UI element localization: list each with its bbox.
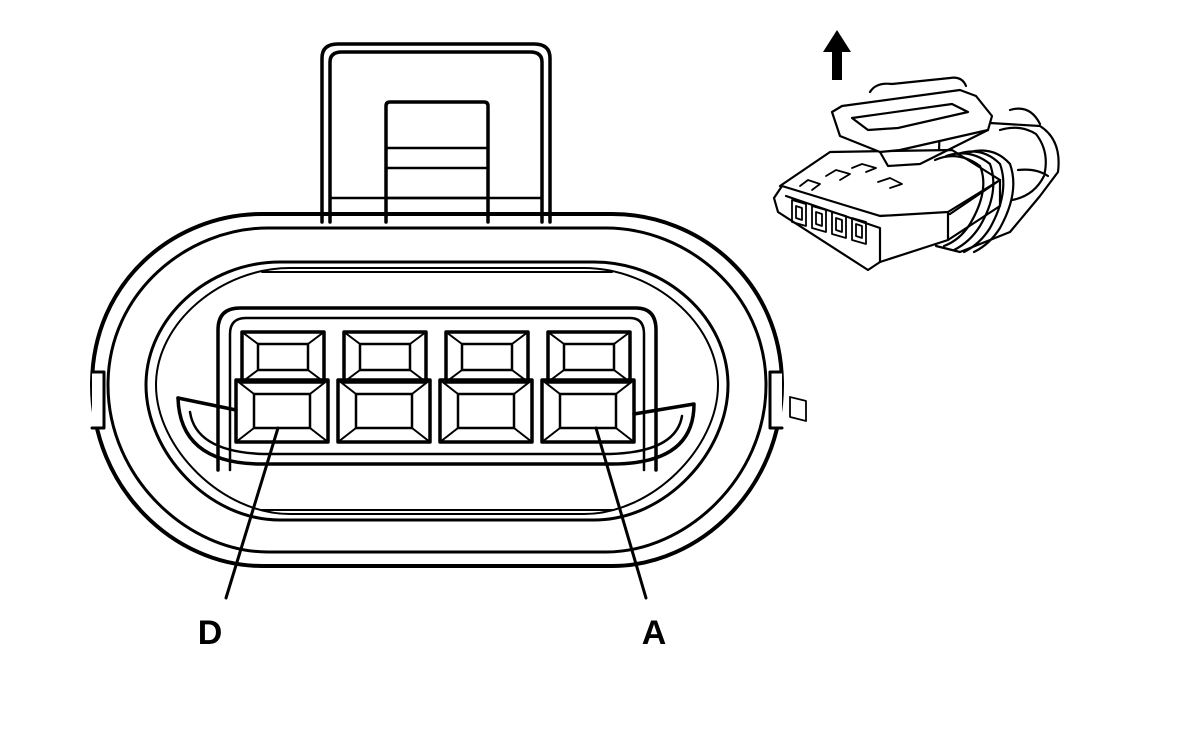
- pin-cavity-d: [234, 330, 330, 444]
- keyway-shelf: [176, 396, 696, 466]
- pin-cavity-row: [234, 330, 636, 444]
- leader-line-d: [224, 426, 280, 600]
- terminal-cavity-frame: [216, 306, 658, 472]
- pin-cavity-b: [438, 330, 534, 444]
- up-arrow-icon: [823, 30, 851, 80]
- connector-isometric-view: [772, 76, 1060, 422]
- connector-housing: [90, 212, 784, 568]
- locking-tab: [320, 42, 552, 224]
- connector-face-view: [90, 42, 784, 600]
- leader-line-a: [594, 426, 648, 600]
- pin-label-a: A: [642, 614, 667, 652]
- pin-cavity-c: [336, 330, 432, 444]
- pin-label-d: D: [198, 614, 223, 652]
- pin-cavity-a: [540, 330, 636, 444]
